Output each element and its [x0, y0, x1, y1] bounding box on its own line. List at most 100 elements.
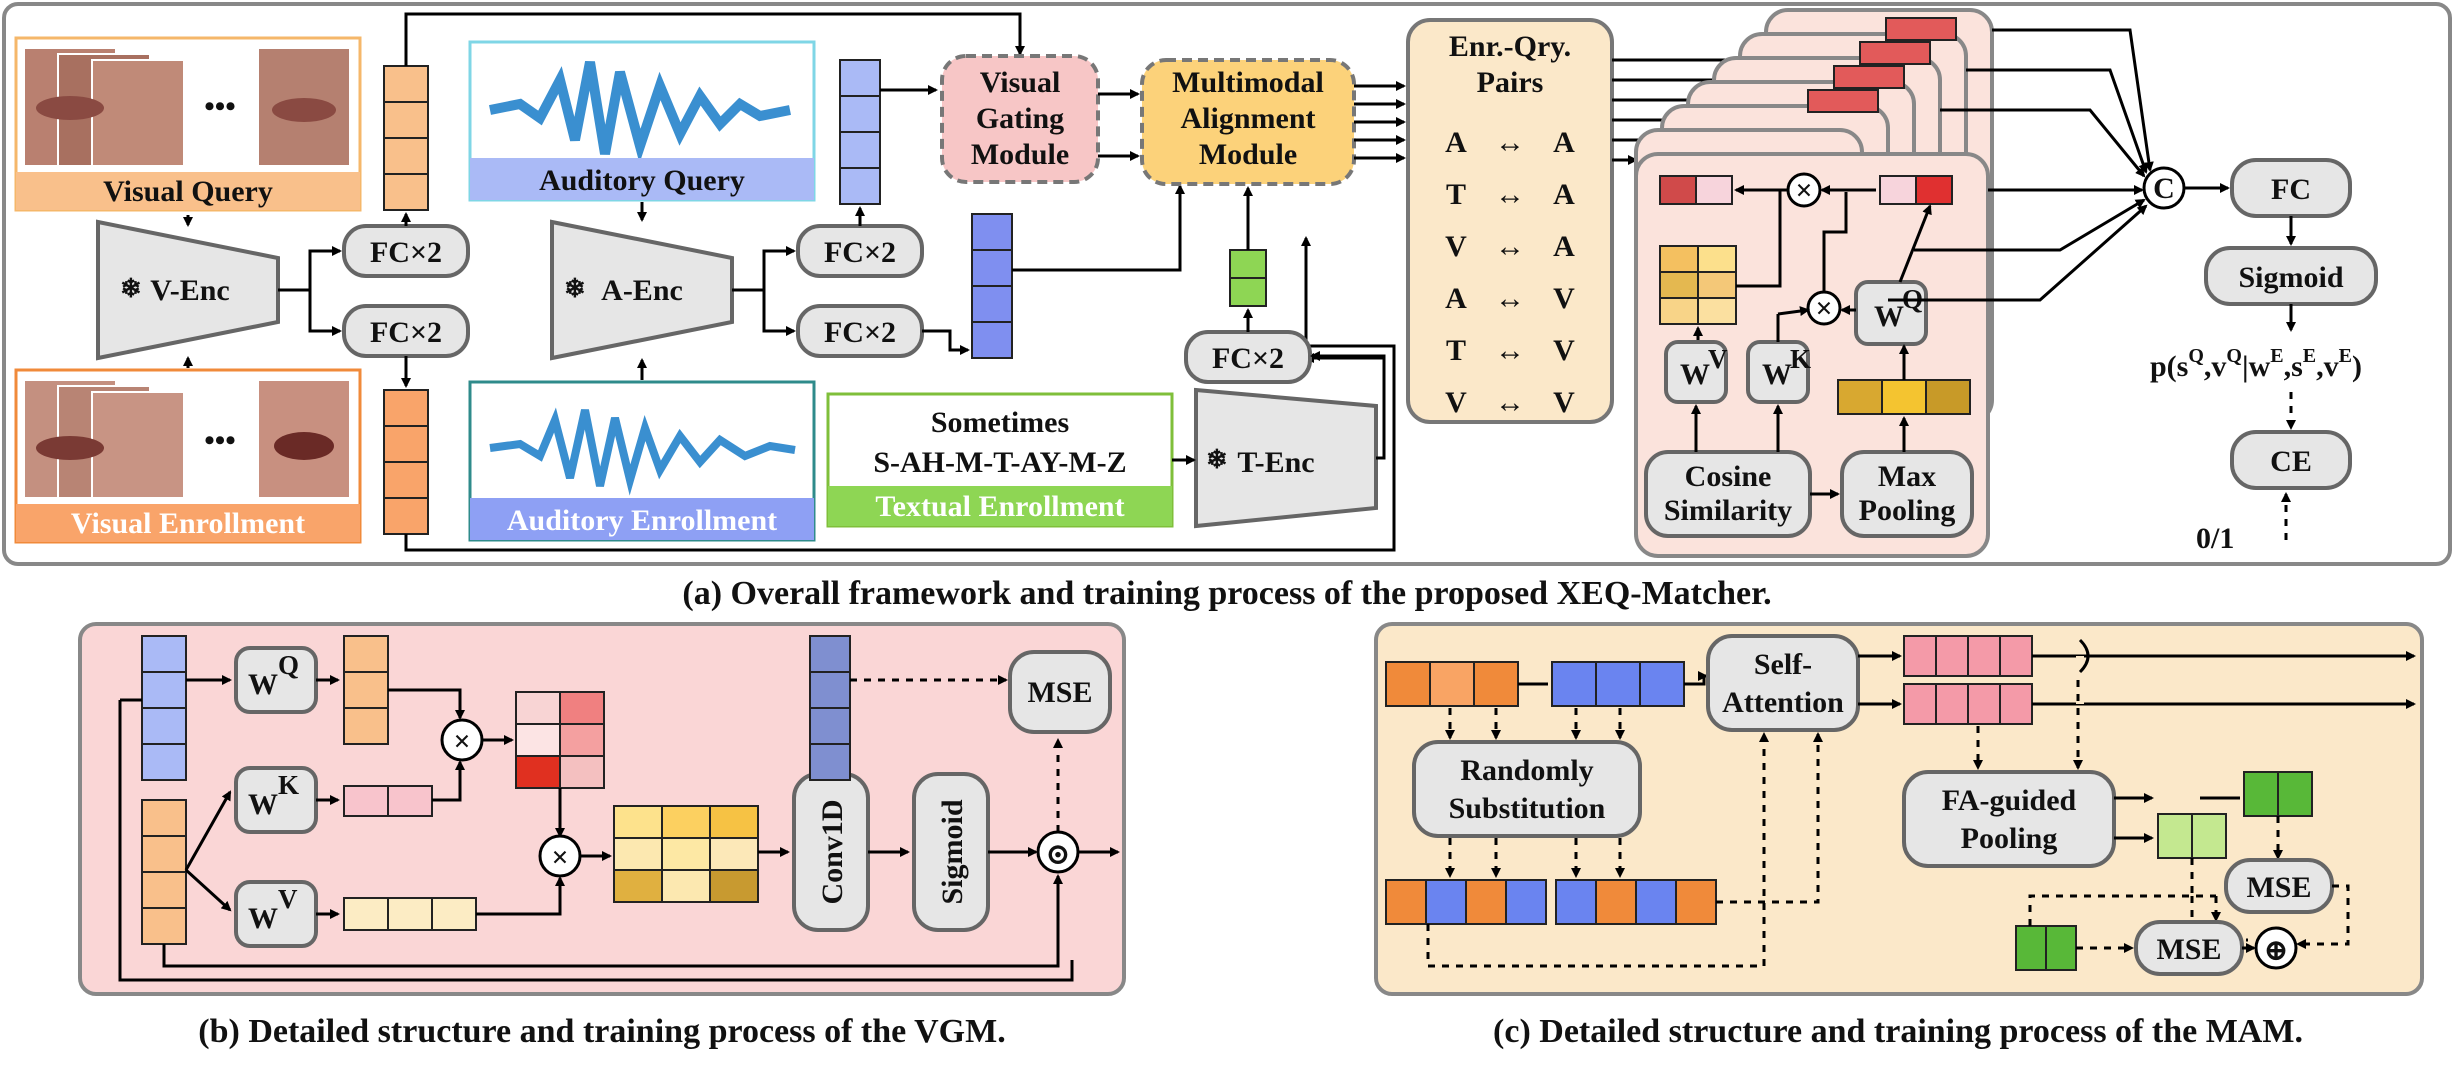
svg-text:Visual: Visual	[980, 66, 1061, 99]
caption-b: (b) Detailed structure and training proc…	[198, 1013, 1005, 1050]
head-ce	[2230, 430, 2352, 490]
a-enc-icon: ❄	[564, 274, 586, 303]
pair-query-4: V	[1553, 334, 1575, 367]
head-label: 0/1	[2196, 522, 2234, 555]
svg-text:FC×2: FC×2	[370, 236, 442, 269]
svg-text:W: W	[248, 902, 278, 935]
matcher-pooled-vector	[1837, 379, 1971, 415]
a-enc-label: A-Enc	[601, 274, 683, 307]
svg-text:K: K	[1790, 344, 1811, 374]
svg-text:×: ×	[551, 841, 568, 874]
pair-arrow-0: ↔	[1495, 126, 1525, 159]
pair-enroll-1: T	[1446, 178, 1466, 211]
matcher-output-query	[1879, 175, 1953, 205]
mam-attended-audio	[1903, 683, 2033, 725]
auditory-query-waveform	[489, 61, 791, 164]
svg-text:Pooling: Pooling	[1859, 494, 1956, 527]
vgm-key-proj	[343, 785, 433, 817]
matcher-wq	[1854, 280, 1928, 346]
svg-text:⊙: ⊙	[1045, 838, 1070, 871]
pair-rows: A↔AT↔AV↔AA↔VT↔VV↔V	[1445, 126, 1575, 419]
visual-query-label: Visual Query	[103, 175, 273, 208]
v-enc-block	[96, 219, 280, 361]
svg-text:FC×2: FC×2	[824, 316, 896, 349]
pair-query-3: V	[1553, 282, 1575, 315]
head-probability: p(sQ,vQ|wE,sE,vE)	[2150, 345, 2362, 383]
svg-text:×: ×	[1815, 292, 1832, 325]
svg-text:Q: Q	[278, 650, 299, 680]
auditory-enrollment-label-bg	[470, 498, 814, 540]
mam-sum	[2254, 926, 2298, 970]
visual-enroll-embedding	[383, 389, 429, 535]
visual-gating-module	[940, 54, 1100, 184]
randomly-substitution-block	[1412, 740, 1642, 838]
visual-enrollment-dots: •••	[204, 424, 236, 457]
visual-query-label-bg	[16, 172, 360, 210]
svg-text:Multimodal: Multimodal	[1172, 66, 1324, 99]
svg-text:V: V	[278, 884, 298, 914]
svg-text:FC×2: FC×2	[824, 236, 896, 269]
auditory-enrollment-label: Auditory Enrollment	[507, 504, 777, 537]
v-enc-label: V-Enc	[150, 274, 229, 307]
vgm-enroll-vector	[141, 799, 187, 945]
svg-text:Pairs: Pairs	[1477, 66, 1544, 99]
svg-text:MSE: MSE	[2246, 871, 2311, 904]
multimodal-alignment-module	[1140, 58, 1356, 186]
svg-text:FA-guided: FA-guided	[1942, 784, 2077, 817]
textual-enrollment-label-bg	[828, 486, 1172, 526]
svg-text:MSE: MSE	[1027, 676, 1092, 709]
mam-sub-visual	[1385, 879, 1547, 925]
svg-text:Module: Module	[1199, 138, 1297, 171]
pair-enroll-0: A	[1445, 126, 1467, 159]
pair-query-0: A	[1553, 126, 1575, 159]
visual-query-dots: •••	[204, 90, 236, 123]
svg-text:Max: Max	[1878, 460, 1936, 493]
a-enc-block	[550, 219, 734, 361]
svg-text:Alignment: Alignment	[1181, 102, 1316, 135]
mam-audio-vector	[1551, 661, 1685, 707]
svg-text:Attention: Attention	[1722, 686, 1844, 719]
mam-visual-vector	[1385, 661, 1519, 707]
matcher-value-matrix	[1659, 245, 1737, 325]
svg-text:C: C	[2153, 172, 2175, 205]
fa-guided-pooling-block	[1902, 770, 2116, 868]
pair-query-5: V	[1553, 386, 1575, 419]
pair-query-2: A	[1553, 230, 1575, 263]
svg-text:V: V	[1708, 344, 1728, 374]
visual-query-frames	[23, 47, 351, 167]
visual-enrollment-label-bg	[16, 504, 360, 542]
auditory-enrollment-waveform	[489, 407, 796, 496]
svg-text:Randomly: Randomly	[1460, 754, 1593, 787]
svg-text:FC: FC	[2271, 173, 2311, 206]
svg-text:CE: CE	[2270, 445, 2312, 478]
visual-enrollment-frames	[23, 379, 351, 499]
svg-text:W: W	[1874, 300, 1904, 333]
matcher-wv	[1664, 340, 1728, 404]
svg-text:Conv1D: Conv1D	[816, 799, 849, 904]
svg-text:W: W	[1762, 358, 1792, 391]
svg-text:×: ×	[1795, 174, 1812, 207]
mam-pooled-visual	[2243, 771, 2313, 817]
vgm-value-proj	[343, 897, 477, 931]
svg-text:Pooling: Pooling	[1961, 822, 2058, 855]
vgm-attention-matrix	[515, 691, 605, 789]
vgm-query-vector	[141, 635, 187, 781]
svg-text:W: W	[1680, 358, 1710, 391]
pair-enroll-5: V	[1445, 386, 1467, 419]
visual-enrollment-label: Visual Enrollment	[71, 507, 305, 540]
matcher-output-enroll	[1659, 175, 1733, 205]
pair-arrow-1: ↔	[1495, 178, 1525, 211]
svg-text:⊕: ⊕	[2263, 934, 2288, 967]
vgm-target-vector	[809, 635, 851, 781]
mam-attended-visual	[1903, 635, 2033, 677]
pair-arrow-5: ↔	[1495, 386, 1525, 419]
svg-text:Self-: Self-	[1754, 648, 1812, 681]
mam-pooled-audio	[2157, 813, 2227, 859]
svg-text:Gating: Gating	[976, 102, 1064, 135]
pair-arrow-4: ↔	[1495, 334, 1525, 367]
vgm-gated-matrix	[613, 805, 759, 903]
text-embedding	[1229, 249, 1267, 307]
pair-enroll-2: V	[1445, 230, 1467, 263]
